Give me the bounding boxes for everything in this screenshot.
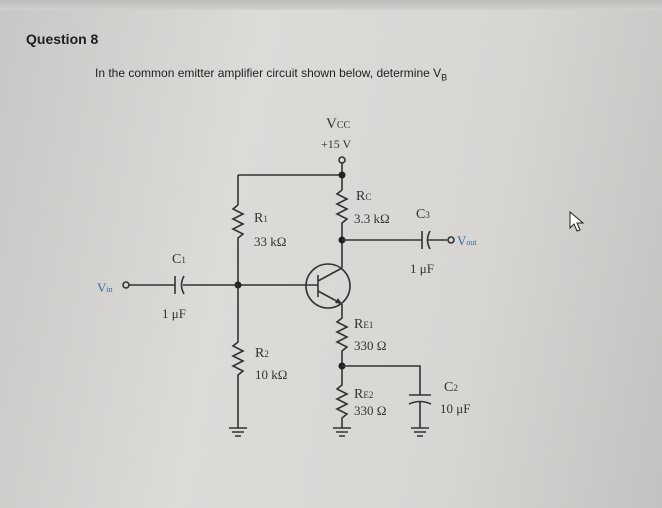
r2-value: 10 kΩ	[255, 367, 287, 382]
vout-terminal	[447, 236, 455, 244]
c2-value: 10 μF	[440, 401, 470, 416]
emitter-arrow-icon	[335, 298, 342, 304]
vcc-value: +15 V	[321, 137, 352, 151]
r2-resistor	[231, 285, 245, 428]
rc-resistor	[335, 189, 349, 268]
mouse-cursor-icon	[569, 210, 585, 232]
c3-capacitor	[421, 230, 431, 250]
c3-label: C3	[416, 207, 430, 222]
rc-label: RC	[356, 189, 371, 204]
question-text: In the common emitter amplifier circuit …	[95, 66, 447, 82]
ground-icon	[229, 427, 247, 437]
re1-label: RE1	[354, 317, 373, 332]
top-rail-wire	[237, 163, 343, 205]
vcc-terminal	[338, 156, 346, 164]
ground-icon	[411, 427, 429, 437]
vin-label: Vin	[97, 280, 113, 295]
c1-capacitor	[174, 275, 185, 295]
screen-top-edge	[0, 0, 662, 10]
r2-label: R2	[255, 346, 269, 361]
question-body: In the common emitter amplifier circuit …	[95, 66, 442, 80]
c2-capacitor	[342, 365, 432, 428]
r1-resistor	[231, 204, 245, 285]
node-dot	[338, 171, 346, 179]
question-title: Question 8	[26, 31, 99, 47]
re2-value: 330 Ω	[354, 403, 386, 418]
r1-label: R1	[254, 211, 268, 226]
re2-label: RE2	[354, 387, 373, 402]
re1-value: 330 Ω	[354, 338, 386, 353]
transistor-leads	[238, 267, 343, 305]
rc-value: 3.3 kΩ	[354, 211, 390, 226]
c1-value: 1 μF	[162, 306, 186, 321]
c1-label: C1	[172, 252, 186, 267]
question-subscript: B	[441, 72, 448, 83]
vin-terminal	[122, 281, 130, 289]
c2-label: C2	[444, 380, 458, 395]
vcc-label: VCC	[326, 116, 351, 132]
r1-value: 33 kΩ	[254, 234, 286, 249]
c3-value: 1 μF	[410, 261, 434, 276]
vout-label: Vout	[457, 233, 477, 248]
ground-icon	[333, 427, 351, 437]
transistor-npn	[305, 263, 351, 309]
